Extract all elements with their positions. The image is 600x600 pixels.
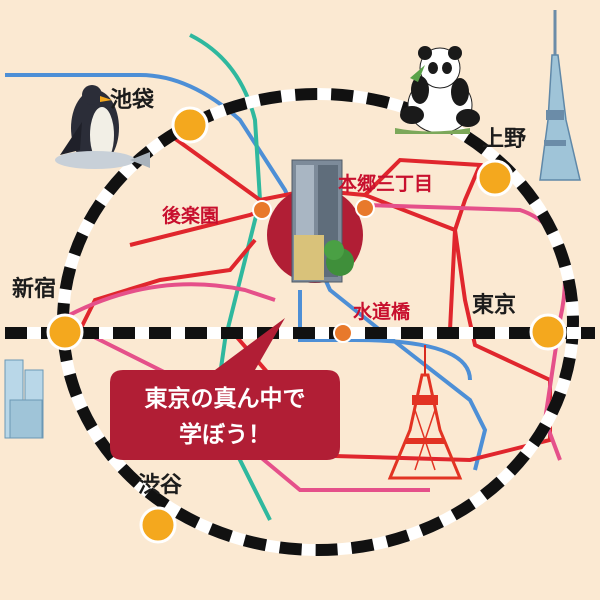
- station-marker-ikebukuro[interactable]: [171, 106, 209, 144]
- blue-line-east: [298, 290, 472, 381]
- callout-line1: 東京の真ん中で: [145, 385, 306, 412]
- metropolitan-government-building: [4, 359, 44, 439]
- campus-building-illustration: [267, 159, 363, 283]
- panda-illustration: [395, 46, 480, 134]
- station-marker-shibuya[interactable]: [139, 506, 177, 544]
- tokyo-skytree-illustration: [539, 10, 581, 181]
- small-stations: [252, 198, 375, 343]
- station-label-hongo-sanchome: 本郷三丁目: [338, 172, 433, 195]
- station-label-tokyo: 東京: [472, 292, 516, 318]
- station-marker-tokyo[interactable]: [529, 313, 567, 351]
- station-marker-suidobashi[interactable]: [333, 323, 353, 343]
- station-label-shinjuku: 新宿: [12, 276, 56, 302]
- station-label-suidobashi: 水道橋: [353, 300, 411, 323]
- teal-line: [189, 33, 272, 521]
- station-marker-shinjuku[interactable]: [46, 313, 84, 351]
- blue-line: [5, 73, 488, 471]
- station-marker-ueno[interactable]: [476, 159, 514, 197]
- station-label-shibuya: 渋谷: [138, 472, 183, 498]
- tokyo-tower-illustration: [387, 345, 463, 480]
- red-line-middle: [78, 238, 257, 331]
- station-marker-korakuen[interactable]: [252, 200, 272, 220]
- hub-stations: [46, 106, 567, 544]
- station-label-ueno: 上野: [482, 127, 526, 152]
- callout-bubble: 東京の真ん中で 学ぼう！: [110, 318, 340, 460]
- station-label-ikebukuro: 池袋: [110, 87, 155, 113]
- station-marker-hongo-sanchome[interactable]: [355, 198, 375, 218]
- station-label-korakuen: 後楽園: [162, 204, 219, 227]
- penguin-illustration: [55, 85, 150, 169]
- callout-line2: 学ぼう！: [179, 421, 271, 448]
